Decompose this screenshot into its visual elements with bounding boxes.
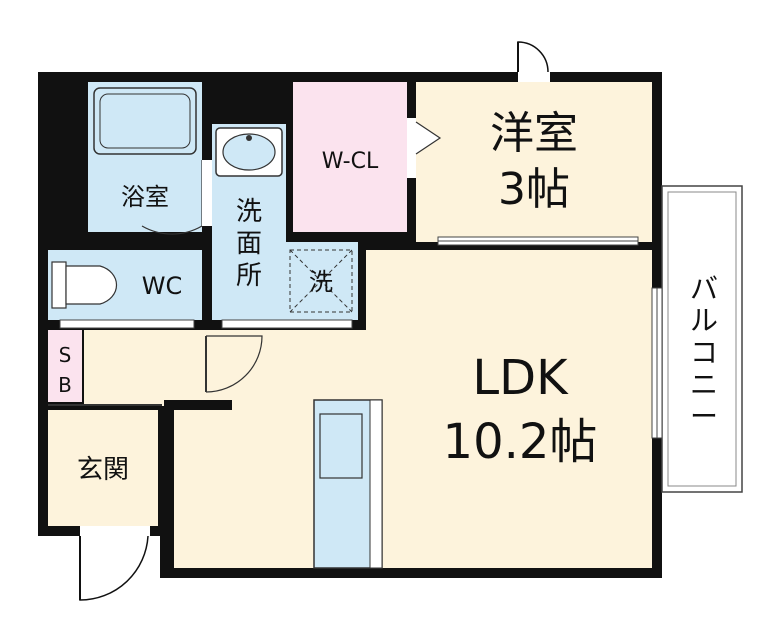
- toilet-bowl: [65, 265, 118, 305]
- bathroom-door-swing: [141, 160, 203, 235]
- washbasin-drain: [246, 135, 252, 141]
- walk-in-closet-floor: [293, 82, 407, 232]
- balcony-char-5: ー: [690, 400, 718, 433]
- hall-floor: [84, 330, 194, 406]
- entrance-door-swing: [79, 535, 149, 601]
- top-door-gap: [518, 72, 550, 82]
- shoe-box-label-1: S: [59, 343, 72, 367]
- entrance-step: [48, 404, 162, 406]
- hall-wall-vert: [164, 400, 174, 568]
- entrance-floor: [48, 410, 158, 526]
- shoe-box-floor: [48, 330, 82, 402]
- western-room-label: 洋室: [490, 108, 578, 159]
- entrance-left-wall-low: [38, 526, 48, 536]
- balcony: [661, 185, 743, 493]
- washroom-label-3: 所: [236, 261, 262, 291]
- western-room-size: 3帖: [498, 164, 570, 215]
- balcony-char-3: コ: [690, 336, 718, 369]
- bathroom-door-gap: [202, 160, 212, 226]
- ldk-label: LDK: [472, 350, 569, 406]
- top-door-swing: [517, 41, 549, 73]
- washroom-sliding-door: [221, 319, 353, 329]
- washer-diag-b: [289, 249, 353, 313]
- wc-sliding-door: [59, 319, 195, 329]
- balcony-char-2: ル: [690, 304, 718, 337]
- balcony-char-1: バ: [690, 272, 718, 305]
- bathtub-inner: [99, 93, 191, 149]
- washroom-label-1: 洗: [236, 197, 262, 227]
- closet-door-gap: [407, 118, 416, 178]
- washroom-label-2: 面: [236, 229, 262, 259]
- toilet-label: WC: [142, 272, 183, 300]
- ldk-floor: [366, 250, 652, 568]
- kitchen-sink: [319, 413, 363, 479]
- closet-door-arrow: [415, 121, 442, 155]
- toilet-tank: [51, 261, 67, 309]
- closet-label: W-CL: [322, 149, 379, 174]
- entrance-door-gap: [80, 526, 150, 536]
- washer-label: 洗: [309, 268, 333, 296]
- ldk-size: 10.2帖: [443, 414, 598, 470]
- washbasin-bowl: [222, 133, 276, 171]
- balcony-inner: [667, 191, 737, 487]
- hall-wall: [164, 400, 232, 410]
- balcony-char-4: ニ: [690, 368, 718, 401]
- shoe-box-label-2: B: [58, 373, 72, 397]
- hall-door-swing: [205, 335, 263, 393]
- entrance-label: 玄関: [77, 455, 129, 485]
- hall-floor-b: [210, 330, 270, 400]
- western-room-floor: [416, 82, 652, 242]
- bathroom-label: 浴室: [121, 183, 169, 211]
- kitchen-counter-edge: [369, 399, 383, 569]
